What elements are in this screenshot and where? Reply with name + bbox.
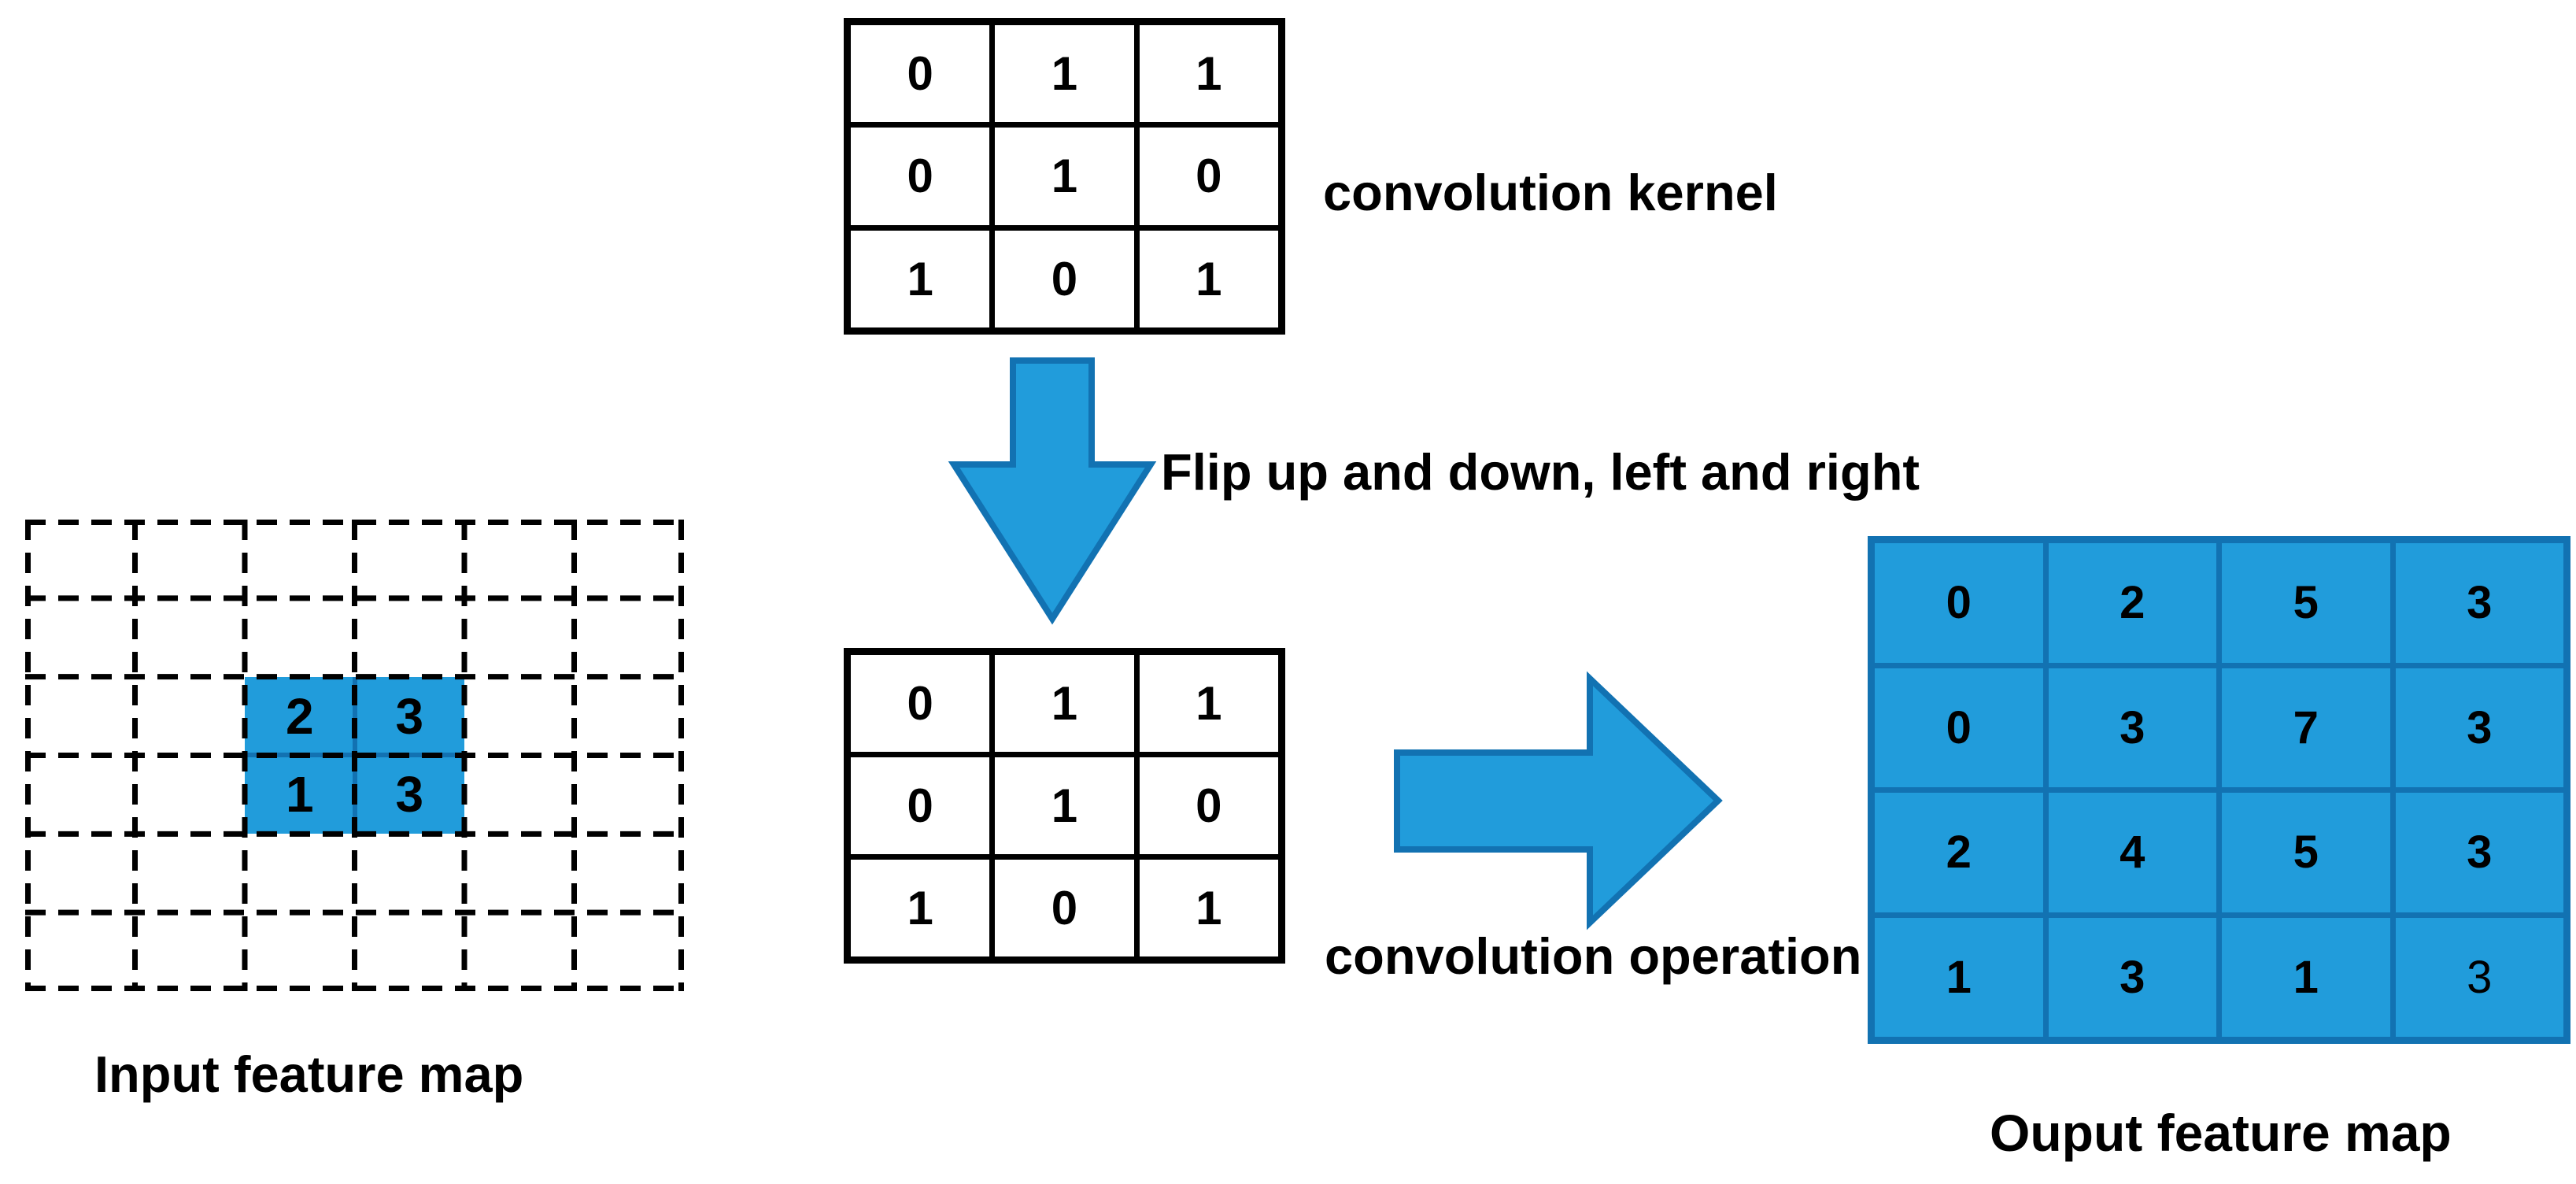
- output-cell: 5: [2222, 793, 2390, 912]
- convolution-right-arrow-shape: [1394, 671, 1723, 931]
- flipped-kernel-cell: 0: [851, 757, 990, 854]
- output-cell: 4: [2048, 793, 2216, 912]
- output-cell: 5: [2222, 543, 2390, 663]
- kernel-cell: 1: [851, 230, 990, 327]
- output-cell: 0: [1875, 543, 2043, 663]
- convolution-right-arrow-icon: [1394, 671, 1723, 931]
- input-feature-map-grid: 2 3 1 3: [25, 520, 684, 991]
- flipped-kernel-cell: 0: [851, 655, 990, 752]
- kernel-cell: 0: [851, 128, 990, 225]
- flipped-kernel-cell: 1: [1139, 655, 1278, 752]
- kernel-cell: 1: [1139, 230, 1278, 327]
- kernel-cell: 1: [995, 25, 1134, 123]
- flipped-kernel-cell: 0: [995, 860, 1134, 956]
- output-cell: 3: [2395, 917, 2563, 1037]
- output-cell: 1: [2222, 917, 2390, 1037]
- kernel-cell: 1: [1139, 25, 1278, 123]
- convolution-kernel-label: convolution kernel: [1323, 164, 1778, 221]
- flip-down-arrow-shape: [948, 357, 1157, 625]
- output-cell: 0: [1875, 668, 2043, 787]
- output-cell: 1: [1875, 917, 2043, 1037]
- output-cell: 2: [1875, 793, 2043, 912]
- output-cell: 7: [2222, 668, 2390, 787]
- flip-arrow-label: Flip up and down, left and right: [1161, 443, 1920, 501]
- flipped-kernel-cell: 0: [1139, 757, 1278, 854]
- output-feature-map-label: Ouput feature map: [1990, 1104, 2452, 1162]
- output-cell: 3: [2395, 543, 2563, 663]
- kernel-cell: 0: [851, 25, 990, 123]
- output-cell: 3: [2048, 917, 2216, 1037]
- flipped-kernel-cell: 1: [851, 860, 990, 956]
- kernel-cell: 0: [1139, 128, 1278, 225]
- highlight-cell: 2: [285, 687, 314, 745]
- flip-down-arrow-icon: [948, 357, 1157, 625]
- kernel-cell: 1: [995, 128, 1134, 225]
- input-feature-map-label: Input feature map: [94, 1045, 524, 1103]
- flipped-kernel-cell: 1: [995, 757, 1134, 854]
- input-grid-highlight: 2 3 1 3: [245, 676, 464, 834]
- highlight-cell: 1: [285, 766, 314, 823]
- output-cell: 3: [2395, 793, 2563, 912]
- output-cell: 3: [2395, 668, 2563, 787]
- flipped-kernel-cell: 1: [1139, 860, 1278, 956]
- flipped-kernel-cell: 1: [995, 655, 1134, 752]
- output-cell: 3: [2048, 668, 2216, 787]
- convolution-operation-label: convolution operation: [1325, 927, 1862, 985]
- highlight-cell: 3: [395, 687, 424, 745]
- kernel-cell: 0: [995, 230, 1134, 327]
- output-cell: 2: [2048, 543, 2216, 663]
- highlight-cell: 3: [395, 766, 424, 823]
